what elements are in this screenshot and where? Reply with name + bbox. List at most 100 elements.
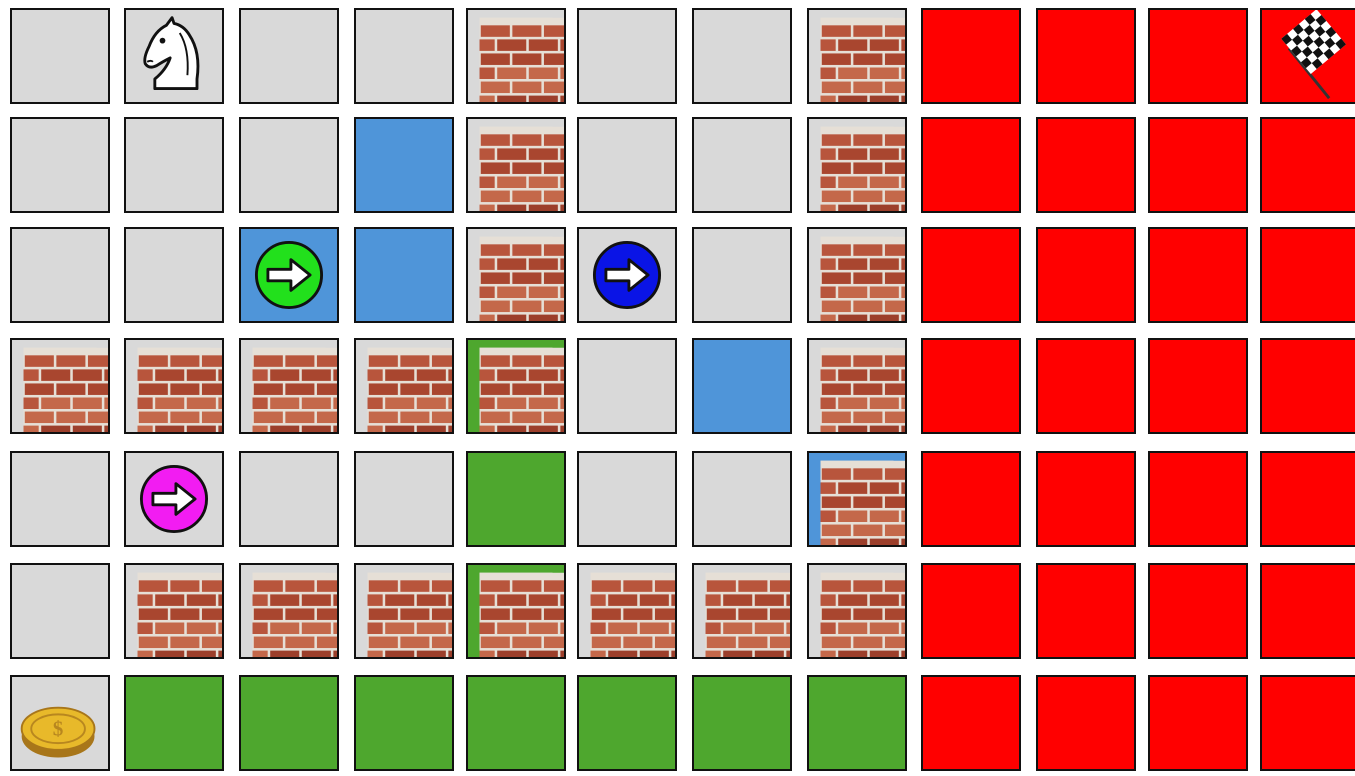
brick-wall-icon	[809, 453, 905, 545]
board-cell-r3-c1[interactable]	[124, 338, 224, 434]
board-cell-r0-c9[interactable]	[1036, 8, 1136, 104]
board-cell-r1-c10[interactable]	[1148, 117, 1248, 213]
board-cell-r3-c7[interactable]	[807, 338, 907, 434]
board-cell-r5-c2[interactable]	[239, 563, 339, 659]
board-cell-r2-c1[interactable]	[124, 227, 224, 323]
board-cell-r0-c0[interactable]	[10, 8, 110, 104]
board-cell-r3-c3[interactable]	[354, 338, 454, 434]
board-cell-r3-c6[interactable]	[692, 338, 792, 434]
board-cell-r6-c1[interactable]	[124, 675, 224, 771]
board-cell-r5-c5[interactable]	[577, 563, 677, 659]
board-cell-r2-c4[interactable]	[466, 227, 566, 323]
brick-wall-icon	[809, 340, 905, 432]
board-cell-r2-c11[interactable]	[1260, 227, 1355, 323]
board-cell-r2-c5[interactable]	[577, 227, 677, 323]
board-cell-r0-c1[interactable]	[124, 8, 224, 104]
board-cell-r5-c4[interactable]	[466, 563, 566, 659]
board-cell-r2-c8[interactable]	[921, 227, 1021, 323]
brick-wall-icon	[241, 565, 337, 657]
brick-wall-icon	[12, 340, 108, 432]
board-cell-r3-c5[interactable]	[577, 338, 677, 434]
brick-wall-icon	[356, 565, 452, 657]
board-cell-r3-c10[interactable]	[1148, 338, 1248, 434]
board-cell-r2-c10[interactable]	[1148, 227, 1248, 323]
board-cell-r6-c4[interactable]	[466, 675, 566, 771]
board-cell-r1-c11[interactable]	[1260, 117, 1355, 213]
board-cell-r2-c7[interactable]	[807, 227, 907, 323]
board-cell-r1-c2[interactable]	[239, 117, 339, 213]
board-cell-r1-c3[interactable]	[354, 117, 454, 213]
board-cell-r5-c9[interactable]	[1036, 563, 1136, 659]
board-cell-r6-c5[interactable]	[577, 675, 677, 771]
board-cell-r5-c7[interactable]	[807, 563, 907, 659]
brick-wall-icon	[126, 565, 222, 657]
arrow-right-icon	[126, 453, 222, 545]
board-cell-r5-c6[interactable]	[692, 563, 792, 659]
board-cell-r1-c4[interactable]	[466, 117, 566, 213]
board-cell-r3-c2[interactable]	[239, 338, 339, 434]
board-cell-r5-c1[interactable]	[124, 563, 224, 659]
board-cell-r6-c8[interactable]	[921, 675, 1021, 771]
board-cell-r0-c4[interactable]	[466, 8, 566, 104]
checkered-flag-icon	[1262, 10, 1355, 102]
board-cell-r3-c0[interactable]	[10, 338, 110, 434]
board-cell-r5-c0[interactable]	[10, 563, 110, 659]
knight-icon	[126, 10, 222, 102]
board-cell-r3-c9[interactable]	[1036, 338, 1136, 434]
board-cell-r1-c7[interactable]	[807, 117, 907, 213]
brick-wall-icon	[809, 565, 905, 657]
board-cell-r4-c0[interactable]	[10, 451, 110, 547]
board-cell-r0-c5[interactable]	[577, 8, 677, 104]
board-cell-r4-c5[interactable]	[577, 451, 677, 547]
brick-wall-icon	[579, 565, 675, 657]
board-cell-r0-c11[interactable]	[1260, 8, 1355, 104]
board-cell-r5-c11[interactable]	[1260, 563, 1355, 659]
board-cell-r4-c2[interactable]	[239, 451, 339, 547]
board-cell-r6-c11[interactable]	[1260, 675, 1355, 771]
board-cell-r5-c10[interactable]	[1148, 563, 1248, 659]
board-cell-r6-c6[interactable]	[692, 675, 792, 771]
board-cell-r0-c8[interactable]	[921, 8, 1021, 104]
board-cell-r6-c7[interactable]	[807, 675, 907, 771]
brick-wall-icon	[356, 340, 452, 432]
board-cell-r0-c2[interactable]	[239, 8, 339, 104]
board-cell-r2-c9[interactable]	[1036, 227, 1136, 323]
board-cell-r4-c1[interactable]	[124, 451, 224, 547]
board-cell-r6-c3[interactable]	[354, 675, 454, 771]
board-cell-r2-c0[interactable]	[10, 227, 110, 323]
board-cell-r3-c8[interactable]	[921, 338, 1021, 434]
board-cell-r0-c7[interactable]	[807, 8, 907, 104]
board-cell-r2-c6[interactable]	[692, 227, 792, 323]
board-cell-r6-c0[interactable]: $	[10, 675, 110, 771]
board-cell-r6-c2[interactable]	[239, 675, 339, 771]
brick-wall-icon	[809, 229, 905, 321]
board-cell-r4-c10[interactable]	[1148, 451, 1248, 547]
board-cell-r4-c9[interactable]	[1036, 451, 1136, 547]
board-cell-r2-c2[interactable]	[239, 227, 339, 323]
board-cell-r4-c3[interactable]	[354, 451, 454, 547]
board-cell-r4-c11[interactable]	[1260, 451, 1355, 547]
board-cell-r0-c10[interactable]	[1148, 8, 1248, 104]
board-cell-r3-c11[interactable]	[1260, 338, 1355, 434]
board-cell-r6-c9[interactable]	[1036, 675, 1136, 771]
board-cell-r4-c7[interactable]	[807, 451, 907, 547]
board-cell-r4-c4[interactable]	[466, 451, 566, 547]
board-cell-r1-c9[interactable]	[1036, 117, 1136, 213]
board-cell-r5-c8[interactable]	[921, 563, 1021, 659]
brick-wall-icon	[468, 229, 564, 321]
board-cell-r3-c4[interactable]	[466, 338, 566, 434]
board-cell-r5-c3[interactable]	[354, 563, 454, 659]
brick-wall-icon	[468, 565, 564, 657]
board-cell-r0-c6[interactable]	[692, 8, 792, 104]
board-cell-r0-c3[interactable]	[354, 8, 454, 104]
board-cell-r6-c10[interactable]	[1148, 675, 1248, 771]
board-cell-r2-c3[interactable]	[354, 227, 454, 323]
board-cell-r4-c8[interactable]	[921, 451, 1021, 547]
board-cell-r1-c1[interactable]	[124, 117, 224, 213]
board-cell-r1-c8[interactable]	[921, 117, 1021, 213]
board-cell-r1-c5[interactable]	[577, 117, 677, 213]
board-cell-r4-c6[interactable]	[692, 451, 792, 547]
board-cell-r1-c6[interactable]	[692, 117, 792, 213]
board-cell-r1-c0[interactable]	[10, 117, 110, 213]
